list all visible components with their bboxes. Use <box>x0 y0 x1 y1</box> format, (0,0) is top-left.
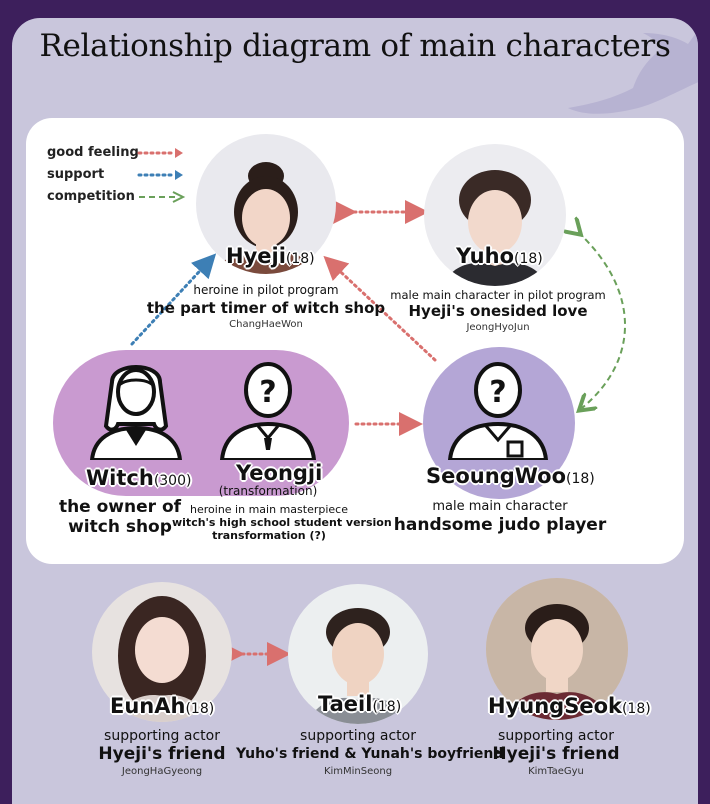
name-text: Yeongji <box>236 461 323 485</box>
hyungseok-desc: Hyeji's friend <box>492 744 620 764</box>
yuho-desc: Hyeji's onesided love <box>408 302 588 320</box>
yeongji-line2: witch's high school student version <box>172 516 392 529</box>
witch-desc-line2: witch shop <box>68 517 172 537</box>
age-text: (18) <box>372 699 402 715</box>
hyeji-desc: the part timer of witch shop <box>146 299 386 317</box>
hyeji-actor: ChangHaeWon <box>229 319 303 330</box>
taeil-name: Taeil(18) <box>318 692 401 716</box>
svg-text:?: ? <box>259 375 276 410</box>
page-title: Relationship diagram of main characters <box>39 28 671 64</box>
witch-desc-line1: the owner of <box>58 497 182 517</box>
witch-silhouette-icon <box>568 30 698 114</box>
yeongji-name: Yeongji <box>236 461 322 485</box>
hyungseok-actor: KimTaeGyu <box>528 766 584 777</box>
name-text: Hyeji <box>226 244 286 268</box>
witch-figure-icon <box>82 352 190 460</box>
dotted-arrow-icon <box>137 170 183 180</box>
age-text: (18) <box>514 251 543 267</box>
name-text: SeoungWoo <box>426 464 566 488</box>
line-witch-hyeji <box>130 253 217 346</box>
name-text: Witch <box>86 466 154 490</box>
yuho-name: Yuho(18) <box>456 244 543 268</box>
name-text: HyungSeok <box>488 694 622 718</box>
yuho-actor: JeongHyoJun <box>466 322 530 333</box>
yuho-photo <box>424 144 566 286</box>
seoungwoo-desc: handsome judo player <box>393 515 607 535</box>
yuho-role: male main character in pilot program <box>390 288 606 302</box>
legend-good-feeling: good feeling <box>47 142 183 164</box>
yeongji-line1: heroine in main masterpiece <box>190 503 348 516</box>
yeongji-note: (transformation) <box>218 484 318 498</box>
age-text: (18) <box>185 701 215 717</box>
legend-competition: competition <box>47 186 186 208</box>
legend-label: good feeling <box>47 145 139 160</box>
seoungwoo-role: male main character <box>432 499 568 514</box>
name-text: Yuho <box>456 244 515 268</box>
hyungseok-photo <box>486 578 628 720</box>
svg-text:?: ? <box>489 375 506 410</box>
hyungseok-role: supporting actor <box>498 728 614 744</box>
witch-yeongji-group <box>53 350 349 496</box>
age-text: (18) <box>285 251 315 267</box>
eunah-name: EunAh(18) <box>110 694 214 718</box>
age-text: (300) <box>153 473 192 489</box>
hyungseok-name: HyungSeok(18) <box>488 694 651 718</box>
dotted-arrow-icon <box>137 148 183 158</box>
dashed-arrow-icon <box>139 191 186 203</box>
yeongji-figure-icon: ? <box>218 352 318 460</box>
hyeji-role: heroine in pilot program <box>193 283 339 297</box>
eunah-photo <box>92 582 232 722</box>
taeil-desc: Yuho's friend & Yunah's boyfriend <box>236 746 504 762</box>
yeongji-line3: transformation (?) <box>212 529 326 542</box>
taeil-photo <box>288 584 428 724</box>
taeil-role: supporting actor <box>300 728 416 744</box>
age-text: (18) <box>566 471 595 487</box>
legend-label: support <box>47 167 105 182</box>
witch-name: Witch(300) <box>86 466 191 490</box>
hyeji-photo <box>196 134 336 274</box>
name-text: EunAh <box>110 694 186 718</box>
line-yuho-seoungwoo <box>578 232 626 408</box>
age-text: (18) <box>621 701 651 717</box>
line-seoungwoo-hyeji <box>323 255 437 362</box>
eunah-actor: JeongHaGyeong <box>121 766 203 777</box>
seoungwoo-figure-icon: ? <box>446 352 550 460</box>
legend-support: support <box>47 164 183 186</box>
legend-label: competition <box>47 189 135 204</box>
taeil-actor: KimMinSeong <box>323 766 393 777</box>
eunah-desc: Hyeji's friend <box>98 744 226 764</box>
hyeji-name: Hyeji(18) <box>226 244 315 268</box>
legend: good feeling support competition <box>47 142 186 208</box>
eunah-role: supporting actor <box>104 728 220 744</box>
seoungwoo-name: SeoungWoo(18) <box>426 464 595 488</box>
name-text: Taeil <box>318 692 373 716</box>
